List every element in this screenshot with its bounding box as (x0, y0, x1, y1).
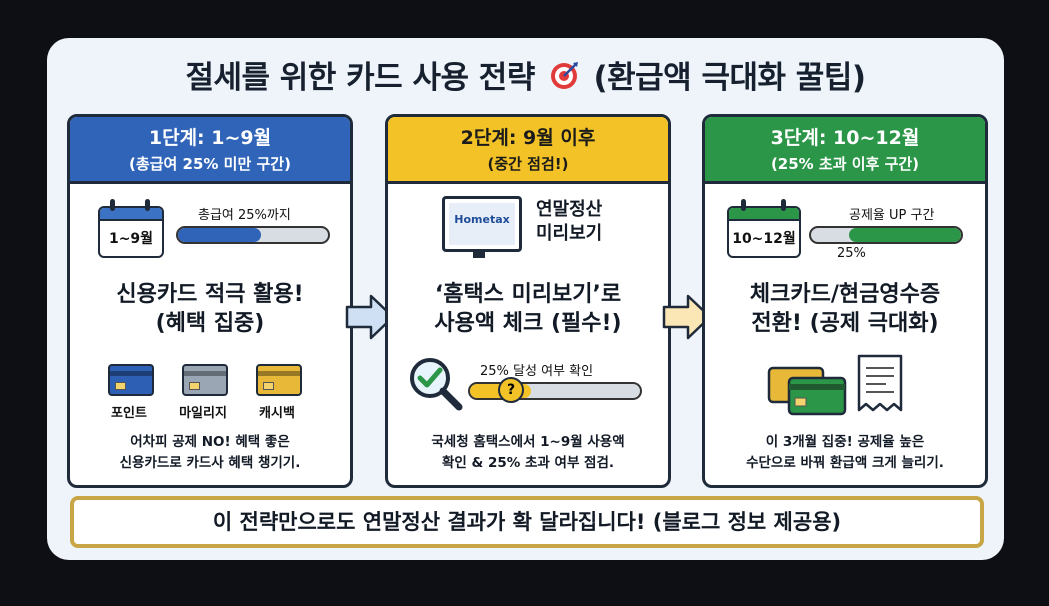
magnifier-check-icon (406, 354, 464, 416)
progress-bar (176, 226, 330, 244)
monitor-label: 연말정산 미리보기 (536, 199, 603, 244)
hometax-logo: Hometax (454, 213, 510, 226)
arrow-right-icon (345, 294, 395, 344)
calendar-label: 10~12월 (732, 231, 796, 247)
progress-bar (468, 382, 642, 400)
card-label-mileage: 마일리지 (179, 406, 227, 421)
step-3-main-text: 체크카드/현금영수증 전환! (공제 극대화) (749, 282, 941, 336)
step-2-subheading: (중간 점검!) (487, 155, 569, 173)
bar-percent: 25% (837, 246, 866, 261)
calendar-label: 1~9월 (108, 231, 154, 247)
step-2-description: 국세청 홈택스에서 1~9월 사용액 확인 & 25% 초과 여부 점검. (431, 434, 625, 471)
step-3-description: 이 3개월 집중! 공제율 높은 수단으로 바꿔 환급액 크게 늘리기. (746, 434, 944, 471)
monitor-icon: Hometax (442, 196, 522, 258)
step-1-subheading: (총급여 25% 미만 구간) (129, 155, 291, 173)
arrow-right-icon (662, 294, 712, 344)
card-cashback (256, 364, 302, 396)
step-2-main-text: ‘홈택스 미리보기’로 사용액 체크 (필수!) (434, 282, 622, 336)
progress-bar (809, 226, 963, 244)
bar-label: 25% 달성 여부 확인 (480, 364, 594, 379)
step-1-heading: 1단계: 1~9월 (148, 127, 272, 149)
step-3-panel: 3단계: 10~12월 (25% 초과 이후 구간) 10~12월 공제율 UP… (702, 114, 988, 488)
page-title: 절세를 위한 카드 사용 전략 (환급액 극대화 꿀팁) (47, 52, 1004, 99)
receipt-icon (853, 354, 911, 420)
card-mileage (182, 364, 228, 396)
card-label-cashback: 캐시백 (259, 406, 295, 421)
bottom-banner: 이 전략만으로도 연말정산 결과가 확 달라집니다! (블로그 정보 제공용) (70, 496, 984, 548)
step-3-header: 3단계: 10~12월 (25% 초과 이후 구간) (705, 117, 985, 184)
credit-card-icon (256, 364, 302, 396)
question-marker-icon: ? (498, 377, 524, 403)
step-2-panel: 2단계: 9월 이후 (중간 점검!) Hometax 연말정산 미리보기 ‘홈… (385, 114, 671, 488)
card-point (108, 364, 154, 396)
bar-label: 총급여 25%까지 (198, 208, 291, 223)
target-icon (549, 61, 579, 99)
title-text: 절세를 위한 카드 사용 전략 (185, 60, 535, 96)
step-2-header: 2단계: 9월 이후 (중간 점검!) (388, 117, 668, 184)
step-3-heading: 3단계: 10~12월 (770, 127, 920, 149)
credit-card-icon (182, 364, 228, 396)
credit-card-icon (108, 364, 154, 396)
title-suffix: (환급액 극대화 꿀팁) (593, 60, 866, 96)
step-1-header: 1단계: 1~9월 (총급여 25% 미만 구간) (70, 117, 350, 184)
check-card-icon (767, 362, 851, 422)
step-1-panel: 1단계: 1~9월 (총급여 25% 미만 구간) 1~9월 총급여 25%까지… (67, 114, 353, 488)
step-3-subheading: (25% 초과 이후 구간) (770, 155, 920, 173)
step-1-main-text: 신용카드 적극 활용! (혜택 집중) (116, 282, 304, 336)
calendar-icon: 10~12월 (727, 206, 801, 258)
calendar-icon: 1~9월 (98, 206, 164, 258)
infographic-card: 절세를 위한 카드 사용 전략 (환급액 극대화 꿀팁) 1단계: 1~9월 (… (47, 38, 1004, 560)
step-1-description: 어차피 공제 NO! 혜택 좋은 신용카드로 카드사 혜택 챙기기. (119, 434, 301, 471)
card-label-point: 포인트 (111, 406, 147, 421)
bar-label: 공제율 UP 구간 (849, 208, 935, 223)
step-2-heading: 2단계: 9월 이후 (460, 127, 596, 149)
